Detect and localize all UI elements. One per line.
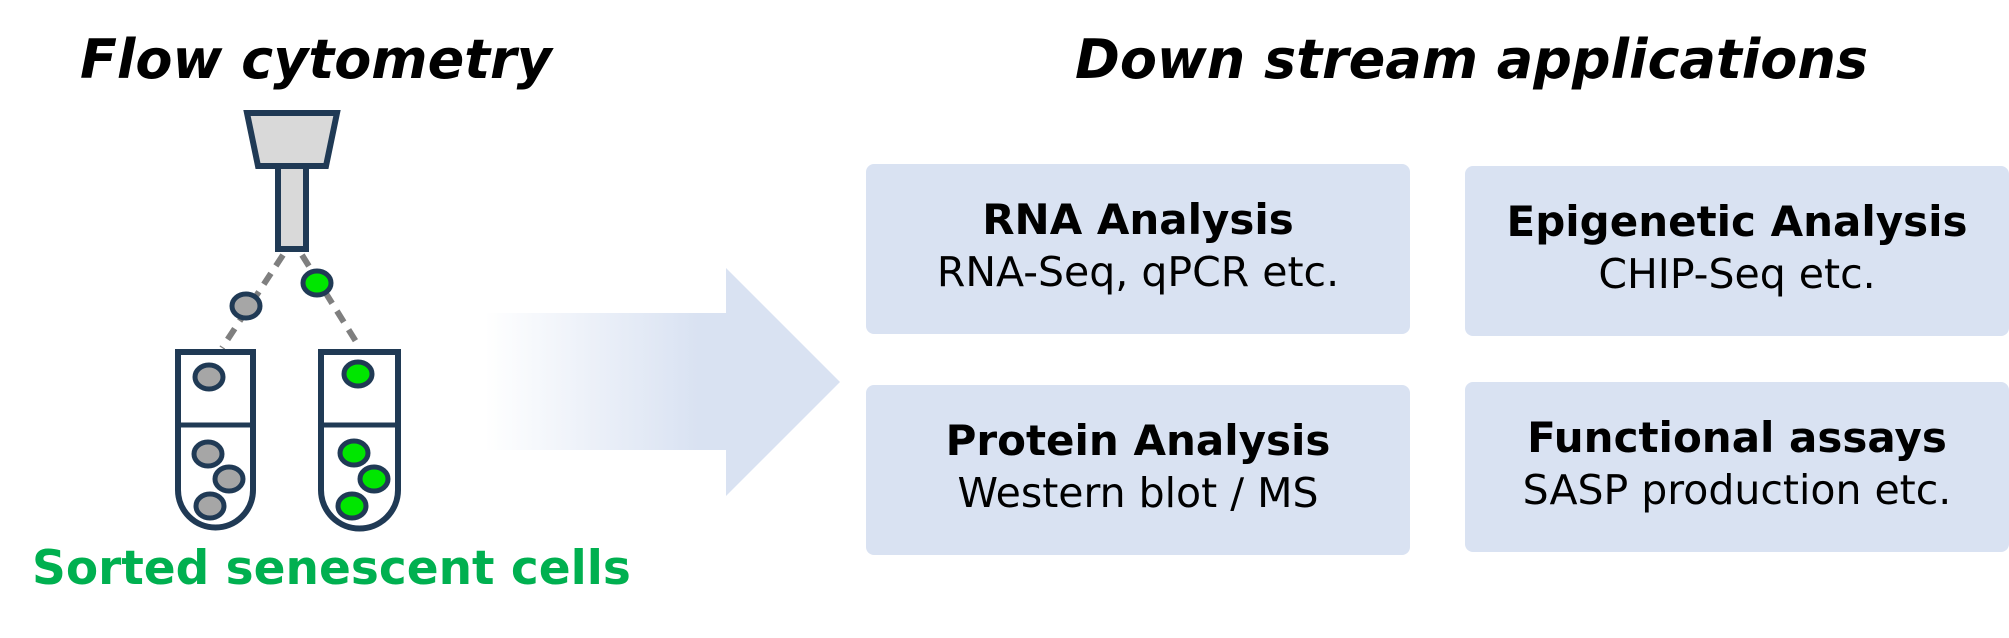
flow-cytometry-title: Flow cytometry (80, 28, 552, 91)
grey-cell (192, 362, 226, 392)
box-subtitle: SASP production etc. (1522, 465, 1952, 514)
box-subtitle: CHIP-Seq etc. (1598, 249, 1876, 298)
rna-analysis-box: RNA Analysis RNA-Seq, qPCR etc. (866, 164, 1410, 334)
box-subtitle: RNA-Seq, qPCR etc. (936, 247, 1340, 296)
flow-cytometer-diagram (175, 110, 401, 532)
box-subtitle: Western blot / MS (957, 468, 1319, 517)
grey-cell (193, 491, 227, 521)
grey-cell (191, 439, 225, 469)
process-arrow (485, 268, 840, 496)
functional-assays-box: Functional assays SASP production etc. (1465, 382, 2009, 552)
epigenetic-analysis-box: Epigenetic Analysis CHIP-Seq etc. (1465, 166, 2009, 336)
nozzle-tip (275, 163, 309, 252)
falling-green-cell (300, 268, 334, 298)
green-cell (341, 359, 375, 389)
box-title: RNA Analysis (982, 195, 1294, 244)
box-title: Epigenetic Analysis (1506, 197, 1968, 246)
protein-analysis-box: Protein Analysis Western blot / MS (866, 385, 1410, 555)
downstream-applications-title: Down stream applications (1075, 28, 1868, 91)
box-title: Functional assays (1527, 413, 1947, 462)
green-cell (337, 438, 371, 468)
green-cell (357, 464, 391, 494)
nozzle-head (243, 110, 341, 169)
box-title: Protein Analysis (945, 416, 1331, 465)
green-cell (335, 491, 369, 521)
arrow-shape (485, 268, 840, 496)
droplet-path-right (299, 253, 363, 350)
grey-cell (212, 464, 246, 494)
falling-grey-cell (229, 291, 263, 321)
sorted-senescent-cells-label: Sorted senescent cells (32, 541, 631, 596)
